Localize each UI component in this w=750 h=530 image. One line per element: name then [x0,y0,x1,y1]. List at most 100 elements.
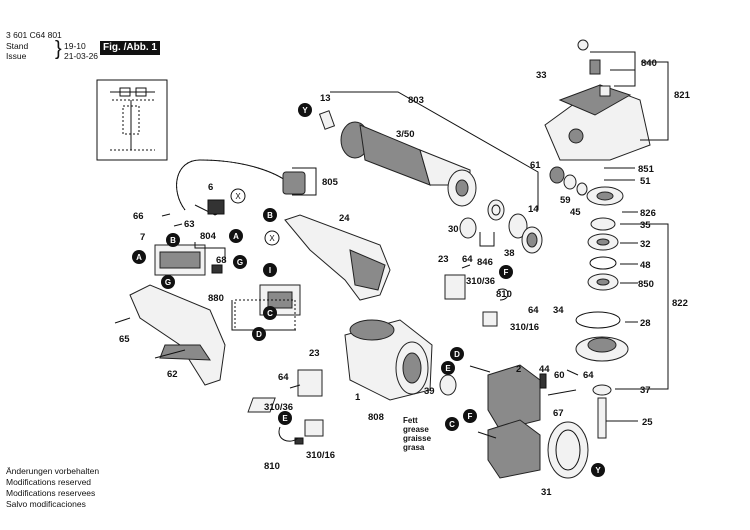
part-label: 66 [133,211,144,222]
part-label: 846 [477,257,493,268]
flange-stack [575,217,629,439]
callout-F-2: F [463,409,477,423]
part-label: 821 [674,90,691,101]
stand-value: 19-10 [64,41,86,51]
part-label: 45 [570,207,581,218]
part-label: 310/36 [264,402,293,413]
svg-text:X: X [235,192,241,201]
svg-text:G: G [165,278,171,287]
part-label: 34 [553,305,564,316]
part-label: 310/16 [306,450,335,461]
svg-text:E: E [445,364,451,373]
part-label: 850 [638,279,654,290]
gear-head-housing [544,39,651,161]
part-label: 67 [553,408,564,419]
issue-value: 21-03-26 [64,51,99,61]
part-label: 61 [530,160,541,171]
grease-line: Fett [403,416,418,425]
svg-text:C: C [449,420,455,429]
bearing-set [459,199,543,254]
svg-text:A: A [233,232,239,241]
part-labels: 803 805 840 821 822 826 851 51 33 61 59 … [119,58,691,498]
doc-number: 3 601 C64 801 [6,30,62,40]
part-label: 64 [583,370,594,381]
part-label: 62 [167,369,178,380]
part-label: 810 [496,289,512,300]
part-label: 44 [539,364,550,375]
part-label: 1 [355,392,361,403]
part-label: 30 [448,224,459,235]
svg-text:D: D [454,350,460,359]
stand-label: Stand [6,41,29,51]
svg-text:G: G [237,258,243,267]
part-label: 68 [216,255,227,266]
part-label: 7 [140,232,145,243]
callout-C-2: C [445,417,459,431]
note-line: Modifications reserved [6,477,92,487]
part-label: 48 [640,260,651,271]
svg-text:B: B [170,236,176,245]
part-label: 64 [278,372,289,383]
part-label: 39 [424,386,435,397]
part-label: 60 [554,370,565,381]
callout-Y-2: Y [591,463,605,477]
part-label: 24 [339,213,350,224]
part-label: 805 [322,177,339,188]
grease-line: grasa [403,443,425,452]
part-label: 804 [200,231,217,242]
part-label: 32 [640,239,651,250]
svg-text:Y: Y [302,106,308,115]
part-label: 63 [184,219,195,230]
part-label: 803 [408,95,424,106]
brush-holders [294,274,498,445]
callout-G-1: G [161,275,175,289]
rear-handle-cover [284,214,391,301]
part-label: 23 [309,348,320,359]
svg-text:B: B [267,211,273,220]
note-line: Modifications reservees [6,488,96,498]
part-label: 3/50 [396,129,415,140]
part-label: 851 [638,164,655,175]
part-label: 35 [640,220,651,231]
callout-X-1: X [230,188,246,204]
svg-text:I: I [269,266,271,275]
part-label: 64 [462,254,473,265]
figure-label: Fig. /Abb. 1 [100,41,160,55]
grease-line: graisse [403,434,432,443]
part-label: 840 [641,58,657,69]
handle-half [129,284,226,386]
gear-set [549,166,624,206]
part-label: 31 [541,487,552,498]
callout-Y-1: Y [298,103,312,117]
part-label: 64 [528,305,539,316]
note-line: Salvo modificaciones [6,499,86,509]
callout-E-1: E [441,361,455,375]
callout-A-2: A [132,250,146,264]
leader-lines [194,51,669,442]
svg-text:D: D [256,330,262,339]
part-label: 2 [516,364,521,375]
part-label: 23 [438,254,449,265]
armature [318,110,477,207]
grease-note: Fett grease graisse grasa [403,416,431,452]
part-label: 37 [640,385,651,396]
callout-D-2: D [450,347,464,361]
callout-F-1: F [499,265,513,279]
callout-C-1: C [263,306,277,320]
part-label: 59 [560,195,571,206]
part-label: 51 [640,176,651,187]
callout-A-1: A [229,229,243,243]
svg-text:X: X [269,234,275,243]
part-label: 13 [320,93,331,104]
part-label: 826 [640,208,656,219]
part-label: 38 [504,248,515,259]
note-line: Änderungen vorbehalten [6,466,100,476]
power-cord [176,159,306,216]
wiring-schematic [96,79,168,161]
callout-I: I [263,263,277,277]
svg-text:F: F [504,268,509,277]
field-stator [439,364,547,479]
switch-assembly [154,244,223,276]
